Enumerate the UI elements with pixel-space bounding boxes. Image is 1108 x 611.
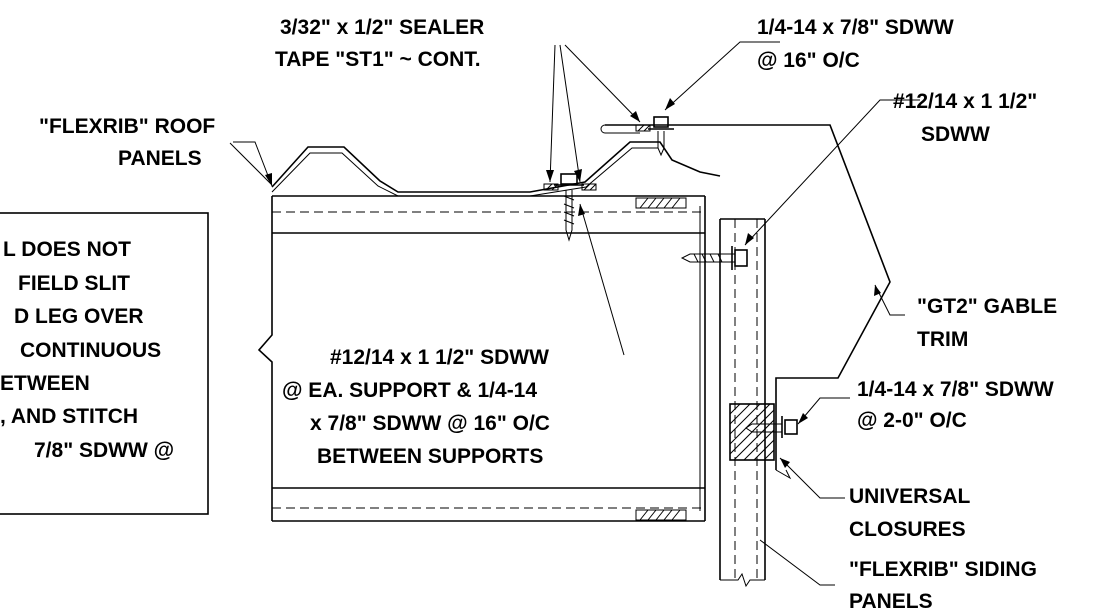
sealer-tape-1: [543, 183, 559, 191]
note-line-5: ETWEEN: [0, 372, 90, 395]
screw-support-line-1: #12/14 x 1 1/2" SDWW: [330, 346, 549, 369]
siding-panels-line-2: PANELS: [849, 590, 933, 611]
siding-panels-line-1: "FLEXRIB" SIDING: [849, 558, 1037, 581]
label-screw-support: #12/14 x 1 1/2" SDWW @ EA. SUPPORT & 1/4…: [282, 346, 550, 468]
note-line-4: CONTINUOUS: [20, 339, 161, 362]
screw-closure-line-2: @ 2-0" O/C: [857, 409, 967, 432]
label-siding-panels: "FLEXRIB" SIDING PANELS: [849, 558, 1037, 611]
note-line-6: , AND STITCH: [0, 405, 138, 428]
label-closures: UNIVERSAL CLOSURES: [849, 485, 971, 541]
side-screw: [680, 246, 748, 270]
purlin-section: [257, 195, 706, 522]
sealer-tape-line-1: 3/32" x 1/2" SEALER: [280, 16, 484, 39]
screw-support-line-4: BETWEEN SUPPORTS: [317, 445, 543, 468]
label-screw-side: #12/14 x 1 1/2" SDWW: [893, 90, 1037, 146]
gable-trim: [600, 124, 891, 480]
screw-side-line-2: SDWW: [921, 123, 990, 146]
label-sealer-tape: 3/32" x 1/2" SEALER TAPE "ST1" ~ CONT.: [275, 16, 484, 71]
roof-screw: [554, 173, 584, 242]
label-gable-trim: "GT2" GABLE TRIM: [917, 295, 1057, 351]
label-screw-closure: 1/4-14 x 7/8" SDWW @ 2-0" O/C: [857, 378, 1054, 432]
screw-top-line-2: @ 16" O/C: [757, 49, 860, 72]
label-roof-panels: "FLEXRIB" ROOF PANELS: [39, 115, 215, 170]
screw-top-line-1: 1/4-14 x 7/8" SDWW: [757, 16, 954, 39]
screw-support-line-2: @ EA. SUPPORT & 1/4-14: [282, 379, 537, 402]
leader-lines: [229, 41, 920, 586]
note-line-1: L DOES NOT: [3, 238, 131, 261]
closures-line-2: CLOSURES: [849, 518, 966, 541]
screw-support-line-3: x 7/8" SDWW @ 16" O/C: [310, 412, 550, 435]
note-line-3: D LEG OVER: [14, 305, 144, 328]
closure-screw: [745, 416, 798, 438]
screw-side-line-1: #12/14 x 1 1/2": [893, 90, 1037, 113]
roof-panel: [271, 141, 721, 197]
note-box-text: L DOES NOT FIELD SLIT D LEG OVER CONTINU…: [0, 238, 174, 462]
sealer-tape-line-2: TAPE "ST1" ~ CONT.: [275, 48, 481, 71]
screw-closure-line-1: 1/4-14 x 7/8" SDWW: [857, 378, 1054, 401]
closures-line-1: UNIVERSAL: [849, 485, 971, 508]
gable-trim-line-2: TRIM: [917, 328, 968, 351]
arrowheads: [265, 98, 881, 468]
trim-screw-top: [648, 116, 674, 157]
roof-panels-line-2: PANELS: [118, 147, 202, 170]
note-box: [0, 212, 209, 515]
gable-trim-line-1: "GT2" GABLE: [917, 295, 1057, 318]
note-line-7: 7/8" SDWW @: [34, 439, 174, 462]
sealer-tape-2: [581, 183, 597, 191]
note-line-2: FIELD SLIT: [18, 272, 130, 295]
roof-panels-line-1: "FLEXRIB" ROOF: [39, 115, 215, 138]
break-line: [257, 196, 273, 521]
label-screw-top: 1/4-14 x 7/8" SDWW @ 16" O/C: [757, 16, 954, 72]
siding-panel: [719, 218, 766, 588]
